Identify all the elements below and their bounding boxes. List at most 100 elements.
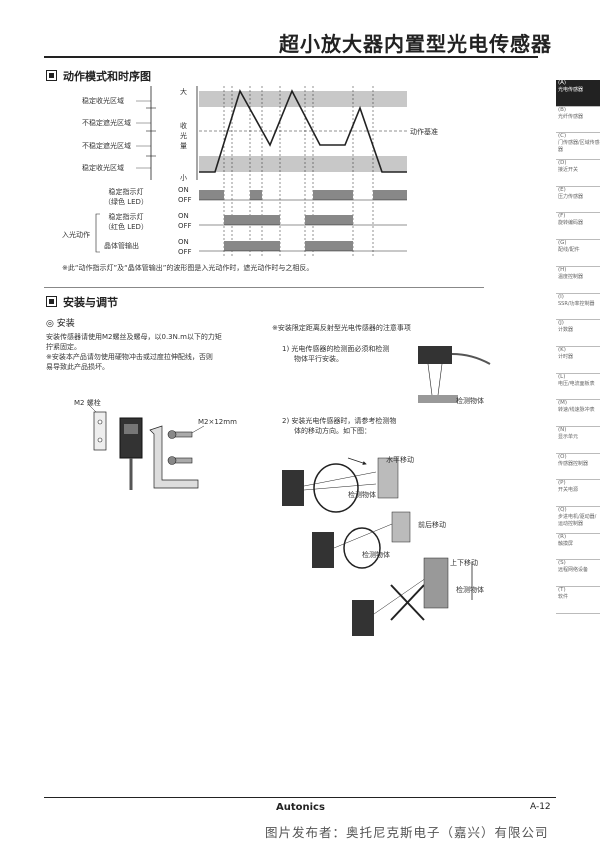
sidebar-item[interactable]: (G)配线/配件 bbox=[556, 240, 600, 267]
sidebar-item-code: (E) bbox=[558, 186, 566, 193]
beam bbox=[303, 483, 377, 491]
square-bullet-icon bbox=[46, 70, 57, 81]
install-subheading: ◎ 安装 bbox=[46, 319, 75, 329]
hole-icon bbox=[97, 437, 103, 443]
signal3-label: 晶体管输出 bbox=[104, 242, 139, 250]
sensor-body bbox=[352, 600, 374, 636]
screw-label: M2 螺栓 bbox=[74, 399, 101, 407]
axis-small: 小 bbox=[180, 174, 187, 182]
sidebar-item[interactable]: (B)光纤传感器 bbox=[556, 107, 600, 134]
sidebar-item[interactable]: (P)开关电源 bbox=[556, 480, 600, 507]
timing-diagram bbox=[95, 86, 407, 258]
sidebar-item-code: (K) bbox=[558, 346, 566, 353]
sensor-lens bbox=[124, 424, 138, 434]
sidebar-item[interactable]: (D)接近开关 bbox=[556, 160, 600, 187]
zone-label-2: 不稳定遮光区域 bbox=[82, 119, 131, 127]
sidebar-item-label: 传感器控制器 bbox=[558, 460, 589, 467]
sidebar-item[interactable]: (I)SSR/功率控制器 bbox=[556, 294, 600, 321]
sidebar-item[interactable]: (T)软件 bbox=[556, 587, 600, 614]
arrow-icon bbox=[347, 457, 367, 465]
page-title: 超小放大器内置型光电传感器 bbox=[279, 32, 552, 56]
sidebar-item[interactable]: (R)触摸屏 bbox=[556, 534, 600, 561]
movement-illustration bbox=[282, 457, 473, 636]
threshold-label: 动作基准 bbox=[410, 128, 438, 136]
beam bbox=[373, 577, 427, 615]
notice-item-1: 1) 光电传感器的检测面必须和检测 物体平行安装。 bbox=[282, 345, 390, 363]
section1-title: 动作模式和时序图 bbox=[63, 70, 151, 83]
signal1-pulse bbox=[250, 190, 262, 200]
detect-object-label-4: 检测物体 bbox=[456, 586, 484, 594]
light-waveform bbox=[199, 88, 407, 173]
sidebar-item-code: (H) bbox=[558, 266, 567, 273]
sidebar-item[interactable]: (N)显示单元 bbox=[556, 427, 600, 454]
brand-logo: Autonics bbox=[276, 802, 325, 813]
sidebar-item-code: (C) bbox=[558, 133, 567, 140]
signal2-pulse bbox=[224, 215, 280, 225]
group-bracket bbox=[95, 213, 100, 253]
signal1-pulse bbox=[313, 190, 353, 200]
sidebar-item[interactable]: (O)传感器控制器 bbox=[556, 454, 600, 481]
sidebar-item-code: (S) bbox=[558, 560, 566, 567]
sidebar-item[interactable]: (Q)步进电机/驱动器/运动控制器 bbox=[556, 507, 600, 534]
detect-object-label-1: 检测物体 bbox=[456, 397, 484, 405]
sidebar-item-code: (G) bbox=[558, 240, 567, 247]
sidebar-item[interactable]: (J)计数器 bbox=[556, 320, 600, 347]
timing-note: ※此“动作指示灯”及“晶体管输出”的波形图是入光动作时，遮光动作时与之相反。 bbox=[62, 264, 314, 272]
detect-object-label-3: 检测物体 bbox=[362, 551, 390, 559]
page-number: A-12 bbox=[530, 802, 551, 812]
group-label: 入光动作 bbox=[62, 231, 90, 239]
beam bbox=[427, 363, 433, 396]
sidebar-item-label: 压力传感器 bbox=[558, 193, 584, 200]
category-sidebar: (A)光电传感器(B)光纤传感器(C)门传感器/区域传感器(D)接近开关(E)压… bbox=[556, 80, 600, 614]
signal2-pulse bbox=[305, 215, 353, 225]
sidebar-item[interactable]: (K)计时器 bbox=[556, 347, 600, 374]
sidebar-item[interactable]: (H)温度控制器 bbox=[556, 267, 600, 294]
signal1-pulse bbox=[373, 190, 407, 200]
section2-heading: 安装与调节 bbox=[46, 294, 118, 310]
sidebar-item[interactable]: (M)转速/线速脉冲表 bbox=[556, 400, 600, 427]
sidebar-item-code: (P) bbox=[558, 480, 566, 487]
detect-object bbox=[418, 395, 458, 403]
install-text: 安装传感器请使用M2螺丝及螺母，以0.3N.m以下的力矩 拧紧固定。 ※安装本产… bbox=[46, 333, 222, 371]
zone-band-top bbox=[199, 91, 407, 107]
axis-mid-2: 光 bbox=[180, 132, 187, 140]
screw-icon bbox=[173, 457, 193, 464]
sidebar-item[interactable]: (F)旋转编码器 bbox=[556, 213, 600, 241]
sidebar-item-code: (T) bbox=[558, 587, 566, 594]
sidebar-item[interactable]: (L)电压/电流面板表 bbox=[556, 374, 600, 401]
sidebar-item-label: 电压/电流面板表 bbox=[558, 380, 595, 387]
screw-icon bbox=[173, 431, 193, 438]
sidebar-item-label: 计数器 bbox=[558, 327, 574, 334]
sidebar-item-code: (L) bbox=[558, 373, 566, 380]
axis-mid-3: 量 bbox=[180, 142, 187, 150]
size-label: M2×12mm bbox=[198, 418, 237, 426]
axis-large: 大 bbox=[180, 88, 187, 96]
sensor-body bbox=[418, 346, 452, 364]
footer-rule bbox=[44, 797, 556, 798]
sidebar-item-code: (N) bbox=[558, 426, 567, 433]
sidebar-item-label: 配线/配件 bbox=[558, 247, 580, 254]
detect-object bbox=[423, 557, 449, 609]
sidebar-item-code: (M) bbox=[558, 400, 568, 407]
beam-ring bbox=[313, 463, 359, 513]
detect-object bbox=[391, 511, 411, 543]
sidebar-item-label: 光纤传感器 bbox=[558, 113, 584, 120]
sidebar-item[interactable]: (S)远程网络设备 bbox=[556, 560, 600, 588]
leader bbox=[189, 425, 205, 435]
zone-label-4: 稳定收光区域 bbox=[82, 164, 124, 172]
sidebar-item-code: (F) bbox=[558, 213, 566, 220]
section1-heading: 动作模式和时序图 bbox=[46, 68, 151, 84]
zone-label-3: 不稳定遮光区域 bbox=[82, 142, 131, 150]
sidebar-item-label: 旋转编码器 bbox=[558, 220, 584, 227]
sidebar-item-code: (D) bbox=[558, 160, 567, 167]
sidebar-item[interactable]: (E)压力传感器 bbox=[556, 187, 600, 214]
sidebar-item-label: 远程网络设备 bbox=[558, 567, 589, 574]
signal2-off: OFF bbox=[178, 222, 192, 230]
axis-mid-1: 收 bbox=[180, 122, 187, 130]
sidebar-item-label: SSR/功率控制器 bbox=[558, 300, 595, 307]
signal3-pulse bbox=[305, 241, 353, 251]
publisher-credit: 图片发布者：奥托尼克斯电子（嘉兴）有限公司 bbox=[265, 825, 549, 840]
square-bullet-icon bbox=[46, 296, 57, 307]
sidebar-item[interactable]: (A)光电传感器 bbox=[556, 80, 600, 107]
sidebar-item[interactable]: (C)门传感器/区域传感器 bbox=[556, 133, 600, 161]
